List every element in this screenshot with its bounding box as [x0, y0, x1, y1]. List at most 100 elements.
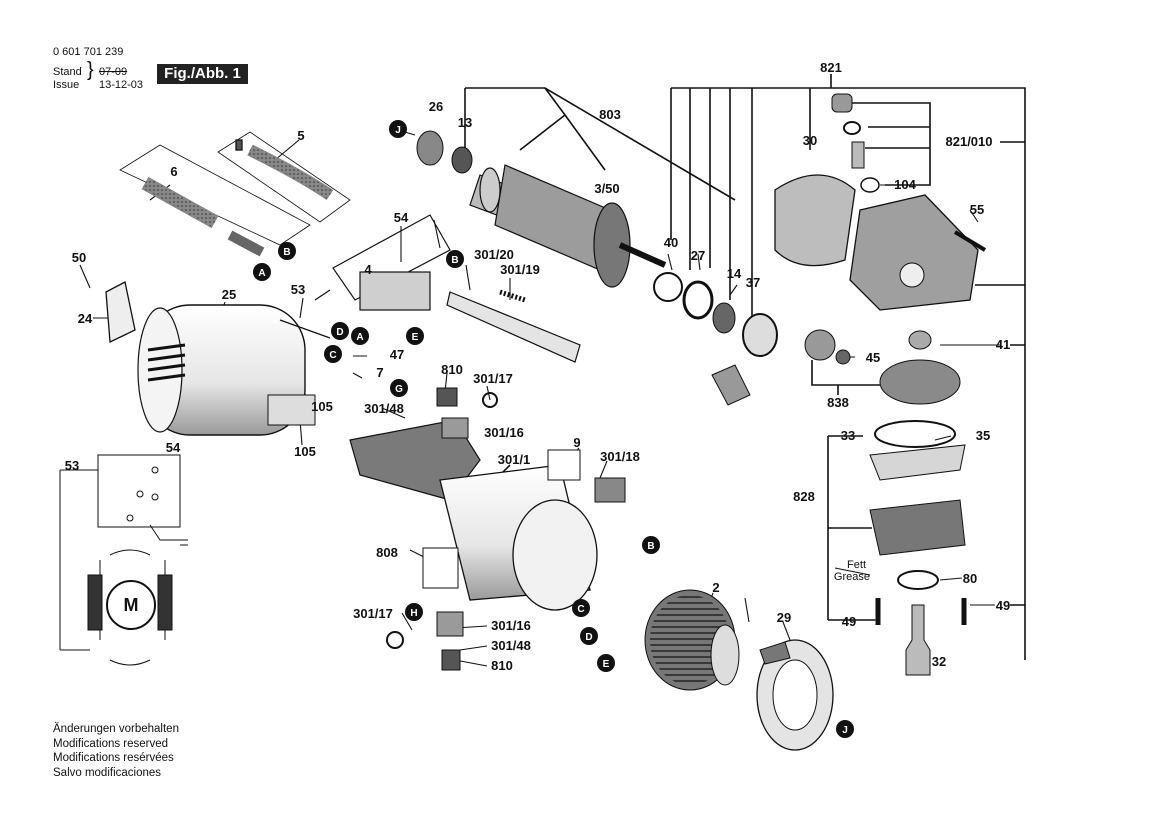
svg-text:C: C: [577, 604, 584, 615]
bearing-flange: [869, 499, 966, 556]
label-27: 27: [691, 248, 705, 263]
badge-a-switch: A: [351, 327, 369, 345]
ring-27: [682, 280, 714, 320]
label-33: 33: [841, 428, 855, 443]
label-54b: 54: [166, 440, 181, 455]
svg-text:A: A: [258, 268, 265, 279]
issue-label: Issue: [53, 79, 80, 91]
label-50: 50: [72, 250, 86, 265]
motor-symbol: M: [124, 595, 139, 615]
nut-45: [835, 349, 851, 365]
o-ring: [860, 177, 880, 193]
spring-301-17a: [482, 392, 498, 408]
wiring-diagram: [59, 454, 188, 666]
label-49b: 49: [996, 598, 1010, 613]
svg-text:D: D: [336, 327, 343, 338]
brush-holder-b: [436, 611, 464, 637]
armature: [469, 164, 667, 288]
svg-text:C: C: [329, 350, 336, 361]
label-803: 803: [599, 107, 621, 122]
label-53b: 53: [65, 458, 79, 473]
svg-text:A: A: [356, 332, 363, 343]
brush-810a: [436, 387, 458, 407]
label-104: 104: [894, 177, 916, 192]
lock-spring: [843, 121, 861, 135]
brace-icon: }: [87, 59, 94, 81]
bearing-26: [416, 130, 444, 166]
badge-e-switch: E: [406, 327, 424, 345]
power-cord: [217, 131, 351, 223]
label-828: 828: [793, 489, 815, 504]
o-ring-33: [874, 420, 956, 448]
badge-a-cord: A: [253, 263, 271, 281]
switch-rod: [446, 291, 581, 363]
label-49a: 49: [842, 614, 856, 629]
figure-title: Fig./Abb. 1: [157, 64, 248, 84]
connector-badges: J B A B D A E C G H B C D E J: [253, 120, 854, 738]
label-808: 808: [376, 545, 398, 560]
screw-55: [953, 230, 987, 252]
svg-text:J: J: [842, 725, 848, 736]
badge-c-switch: C: [324, 345, 342, 363]
label-301-19: 301/19: [500, 262, 540, 277]
label-37: 37: [746, 275, 760, 290]
label-fett: Fett: [847, 559, 866, 571]
stand-label: Stand: [53, 66, 82, 78]
badge-b-switch: B: [446, 250, 464, 268]
label-301-18: 301/18: [600, 449, 640, 464]
label-45: 45: [866, 350, 880, 365]
air-guide: [756, 639, 834, 751]
switch-assembly: [279, 214, 451, 339]
badge-b-coil: B: [642, 536, 660, 554]
bearing-14: [712, 302, 736, 334]
badge-g: G: [390, 379, 408, 397]
label-25: 25: [222, 287, 236, 302]
label-821: 821: [820, 60, 842, 75]
label-4: 4: [364, 262, 372, 277]
label-821-010: 821/010: [946, 134, 993, 149]
svg-text:E: E: [603, 659, 610, 670]
label-54: 54: [394, 210, 409, 225]
label-9: 9: [573, 435, 580, 450]
label-808: [422, 547, 459, 589]
label-301-17a: 301/17: [473, 371, 513, 386]
label-301-48b: 301/48: [491, 638, 531, 653]
field-coil: [644, 589, 740, 691]
seal-part: [711, 364, 751, 406]
label-5: 5: [297, 128, 304, 143]
label-80: 80: [963, 571, 977, 586]
wheel-guard: [774, 174, 856, 267]
bearing-13: [451, 146, 473, 174]
label-29: 29: [777, 610, 791, 625]
label-53: 53: [291, 282, 305, 297]
label-26: 26: [429, 99, 443, 114]
svg-text:H: H: [410, 608, 417, 619]
spring-301-17b: [386, 631, 404, 649]
label-14: 14: [727, 266, 742, 281]
gear-housing: [849, 194, 979, 311]
needle-bearing: [908, 330, 932, 350]
label-301-17b: 301/17: [353, 606, 393, 621]
label-47: 47: [390, 347, 404, 362]
svg-text:B: B: [283, 247, 290, 258]
badge-c-coil: C: [572, 599, 590, 617]
washer-80: [897, 570, 939, 590]
label-grease: Grease: [834, 571, 870, 583]
badge-d-coil: D: [580, 627, 598, 645]
footer-line: Änderungen vorbehalten: [53, 723, 179, 735]
label-301-16b: 301/16: [491, 618, 531, 633]
label-6: 6: [170, 164, 177, 179]
label-301-16a: 301/16: [484, 425, 524, 440]
bearing-37: [742, 313, 778, 357]
label-55: 55: [970, 202, 984, 217]
label-3-50: 3/50: [594, 181, 619, 196]
footer-line: Modifications resérvées: [53, 752, 174, 764]
label-105a: 105: [311, 399, 333, 414]
lock-pin: [851, 141, 865, 169]
handle-housing: [349, 419, 598, 611]
footer-line: Modifications reserved: [53, 737, 169, 750]
part-number: 0 601 701 239: [53, 46, 124, 58]
svg-text:J: J: [395, 125, 401, 136]
label-41: 41: [996, 337, 1010, 352]
spring: [499, 289, 526, 303]
